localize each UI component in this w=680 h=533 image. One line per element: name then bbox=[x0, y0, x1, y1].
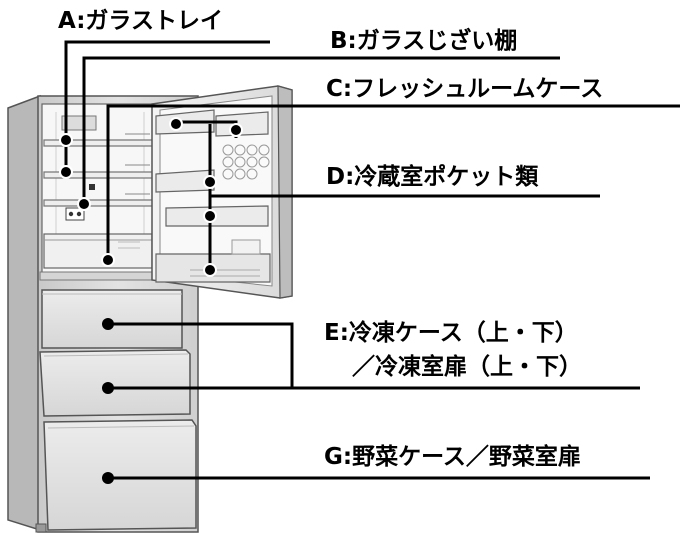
dot-b bbox=[77, 197, 91, 211]
dot-c bbox=[101, 253, 115, 267]
control-panel bbox=[61, 115, 97, 131]
dot-d-2 bbox=[229, 123, 243, 137]
door-pocket-middle bbox=[155, 169, 215, 193]
leader-b bbox=[82, 56, 560, 204]
leader-c bbox=[106, 104, 680, 260]
label-b: B:ガラスじざい棚 bbox=[330, 28, 518, 54]
dot-e-lower bbox=[102, 382, 114, 394]
label-g: G:野菜ケース／野菜室扉 bbox=[324, 444, 581, 470]
freezer-drawer-lower bbox=[39, 349, 191, 417]
fresh-room-case bbox=[43, 233, 153, 269]
cabinet-side-panel bbox=[7, 94, 41, 532]
dot-a-lower bbox=[59, 165, 73, 179]
leader-lines bbox=[64, 40, 680, 480]
label-d: D:冷蔵室ポケット類 bbox=[326, 164, 539, 190]
label-a: A:ガラストレイ bbox=[58, 8, 223, 34]
glass-shelves bbox=[43, 139, 160, 207]
dot-d-1 bbox=[169, 117, 183, 131]
label-e-line2: ／冷凍室扉（上・下） bbox=[352, 354, 582, 380]
dot-d-3 bbox=[203, 175, 217, 189]
water-tank-switch bbox=[65, 207, 85, 221]
dot-d-5 bbox=[203, 263, 217, 277]
label-e-line1: E:冷凍ケース（上・下） bbox=[324, 320, 578, 346]
dot-g bbox=[102, 472, 114, 484]
freezer-drawer-upper bbox=[41, 289, 183, 349]
dot-a-upper bbox=[59, 133, 73, 147]
label-c: C:フレッシュルームケース bbox=[326, 76, 604, 102]
egg-holder bbox=[222, 144, 270, 180]
dot-e-upper bbox=[102, 318, 114, 330]
vegetable-drawer bbox=[43, 419, 197, 531]
callout-dots bbox=[59, 117, 243, 484]
leader-e bbox=[108, 322, 294, 390]
dot-d-4 bbox=[203, 209, 217, 223]
refrigerator bbox=[7, 85, 293, 533]
